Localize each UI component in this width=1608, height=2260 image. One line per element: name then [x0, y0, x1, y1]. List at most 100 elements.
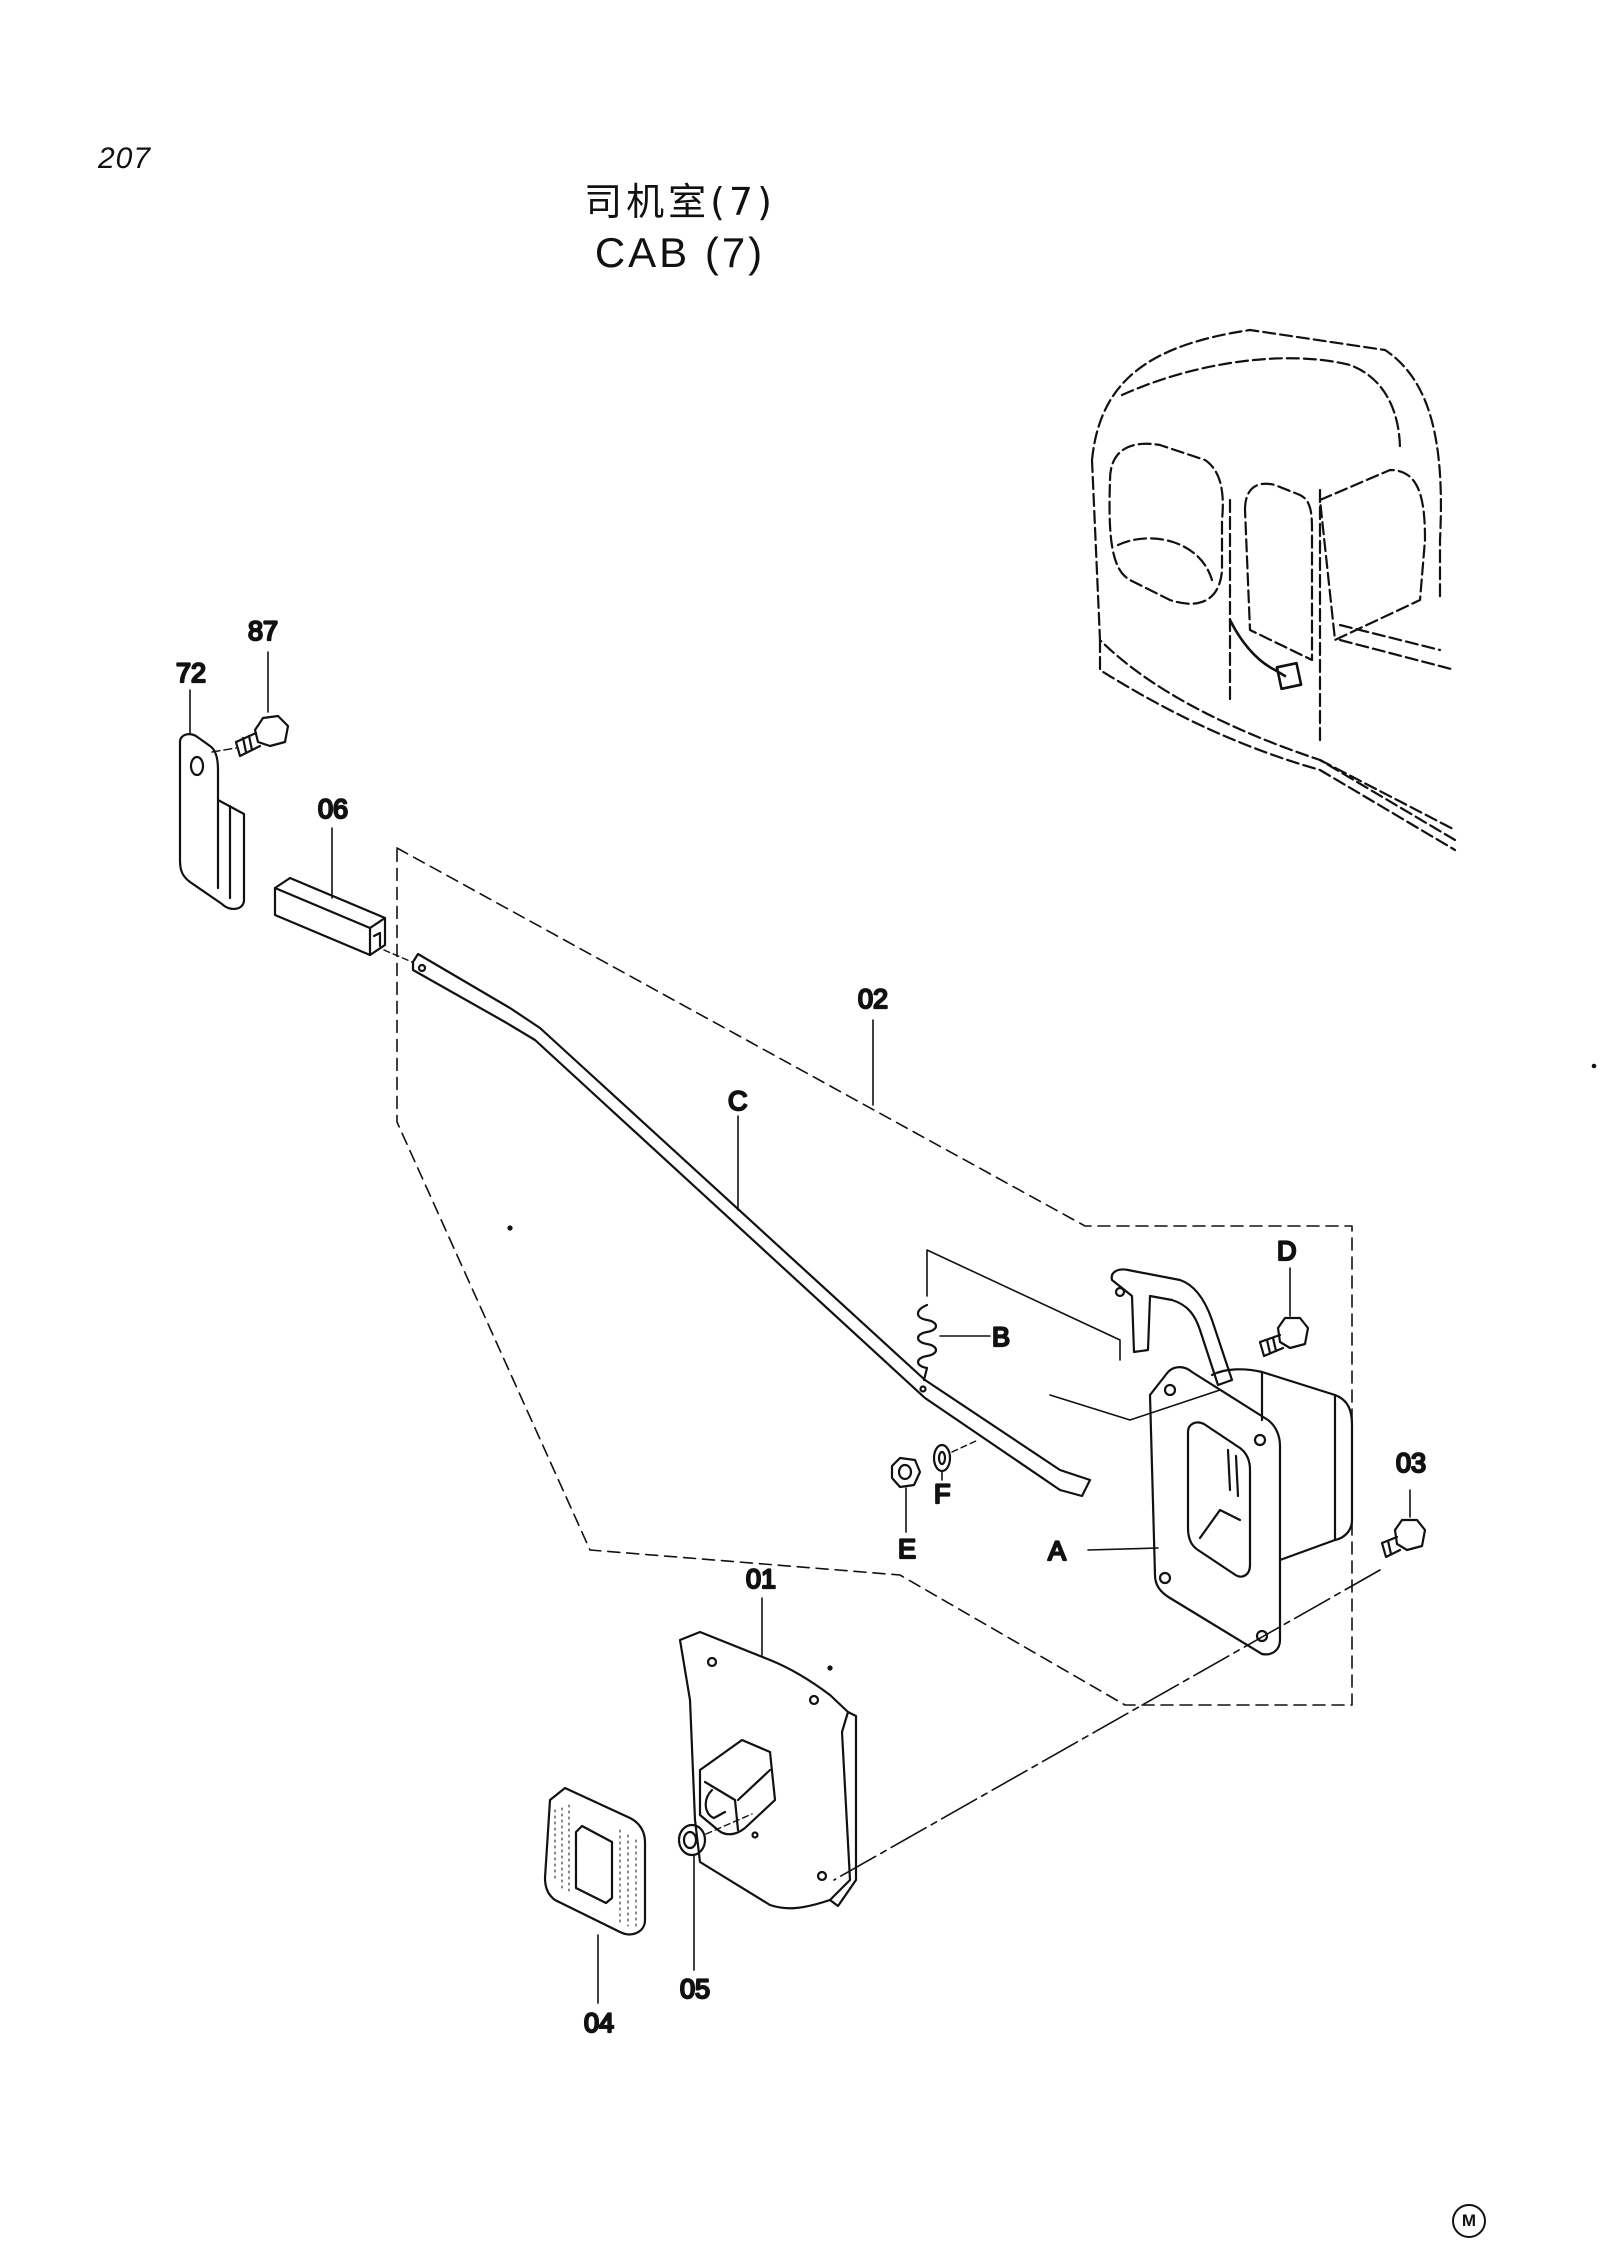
- cab-body-lines: [1098, 623, 1457, 852]
- rod-c-hole: [417, 963, 427, 973]
- bolt-03: [1380, 1489, 1427, 1559]
- bolt-87-thread: [241, 734, 254, 754]
- callout-06: 06: [318, 794, 348, 824]
- block-06-edge: [273, 886, 387, 957]
- leader-a: [1087, 1547, 1159, 1551]
- block-06-slot: [372, 931, 382, 948]
- bracket-72-inner: [216, 798, 232, 900]
- link-bracket-arm: [1110, 1268, 1234, 1387]
- bolt-87-shank: [234, 731, 262, 758]
- callout-03: 03: [1396, 1448, 1426, 1478]
- title-english: CAB (7): [594, 229, 766, 276]
- cab-front-window: [1108, 442, 1224, 605]
- callout-b: B: [992, 1322, 1010, 1352]
- callout-87: 87: [248, 616, 278, 646]
- nut-e: [890, 1456, 922, 1533]
- cab-front-window-lower: [1116, 537, 1214, 582]
- plate-01-latch: [698, 1738, 777, 1836]
- lock-a-hole-top-left: [1163, 1383, 1177, 1397]
- plate-01: [678, 1597, 858, 1910]
- speck-1: [507, 1225, 513, 1231]
- lock-a-flange: [1148, 1366, 1282, 1656]
- bolt-d-shank: [1258, 1333, 1285, 1358]
- spring-b-link: [926, 1249, 1121, 1361]
- link-bracket-hole: [1114, 1286, 1126, 1298]
- washer-f-ring: [932, 1443, 952, 1473]
- callout-c: C: [728, 1086, 748, 1116]
- manufacturer-mark: M: [1452, 2204, 1486, 2238]
- cab-overview: [1090, 328, 1457, 852]
- block-06-outline: [273, 876, 387, 957]
- plate-01-hole-small: [751, 1831, 759, 1839]
- part-72-bracket: [178, 689, 246, 910]
- lock-a-body: [1210, 1368, 1354, 1562]
- nut-05: [677, 1813, 753, 1971]
- rod-c-pin-hole: [919, 1385, 927, 1393]
- part-06-block: [273, 827, 413, 963]
- cab-door-frame: [1228, 488, 1322, 747]
- plate-01-hole-br: [816, 1870, 828, 1882]
- cab-lock-detail: [1228, 618, 1303, 691]
- part-87-bolt: [234, 651, 290, 758]
- nut-05-hole: [682, 1830, 698, 1850]
- title-block: 司机室(7) CAB (7): [540, 178, 820, 280]
- lock-a: [1087, 1366, 1354, 1656]
- callout-f: F: [934, 1479, 951, 1509]
- bolt-d-thread: [1265, 1336, 1278, 1355]
- nut-e-face: [897, 1463, 913, 1481]
- nut-e-hex: [890, 1456, 922, 1489]
- bolt-03-head: [1393, 1518, 1427, 1552]
- spring-b-coil: [916, 1303, 938, 1382]
- cab-lock-box: [1275, 661, 1303, 691]
- callout-d: D: [1277, 1236, 1297, 1266]
- callout-04: 04: [584, 2008, 614, 2038]
- nut-05-to-plate-line: [705, 1813, 753, 1835]
- lock-a-hole-bottom-right: [1255, 1629, 1269, 1643]
- plate-01-hole-tl: [706, 1656, 718, 1668]
- gasket-04-texture: [554, 1804, 637, 1929]
- bracket-72-outline: [178, 733, 246, 910]
- bracket-to-bolt-line: [211, 747, 237, 753]
- bolt-03-shank: [1380, 1535, 1402, 1559]
- cab-roof-line: [1120, 357, 1402, 452]
- bolt-d-head: [1276, 1316, 1310, 1350]
- rod-c: [411, 952, 1092, 1498]
- washer-to-rod-line: [951, 1439, 979, 1453]
- gasket-04-inner: [574, 1824, 614, 1905]
- nut-05-body: [677, 1823, 707, 1857]
- callout-05: 05: [680, 1974, 710, 2004]
- bolt-d: [1258, 1267, 1310, 1358]
- cab-side-window: [1318, 468, 1427, 642]
- plate-01-edge: [828, 1710, 858, 1908]
- cab-floor-line: [1318, 758, 1457, 832]
- page-number: 207: [98, 142, 152, 175]
- bolt-03-thread: [1386, 1539, 1393, 1556]
- cab-lock-lever: [1228, 618, 1287, 678]
- bracket-72-hole: [189, 755, 205, 777]
- speck-2: [827, 1665, 833, 1671]
- title-chinese: 司机室(7): [584, 180, 776, 224]
- gasket-04: [543, 1786, 647, 2004]
- lock-a-hole-bottom-left: [1158, 1571, 1172, 1585]
- callout-72: 72: [176, 658, 206, 688]
- callout-e: E: [898, 1534, 916, 1564]
- plate-01-outline: [678, 1630, 852, 1910]
- lock-a-body-edge: [1260, 1370, 1337, 1542]
- assembly-02-boundary: [396, 847, 1353, 1706]
- cab-door-window: [1243, 482, 1314, 662]
- rod-c-upper: [411, 952, 1092, 1498]
- callout-01: 01: [746, 1564, 776, 1594]
- callout-a: A: [1048, 1536, 1066, 1566]
- link-lever: [1049, 1389, 1221, 1421]
- cab-roof-outline: [1090, 328, 1457, 842]
- bolt-87-head: [253, 714, 290, 748]
- speck-3: [1591, 1063, 1597, 1069]
- washer-f: [932, 1439, 979, 1481]
- lock-a-hole-top-right: [1253, 1433, 1267, 1447]
- lock-a-window: [1186, 1421, 1252, 1578]
- washer-f-hole: [937, 1450, 947, 1466]
- gasket-04-outer: [543, 1786, 647, 1936]
- axis-bolt03-to-plate: [833, 1569, 1381, 1881]
- link-bracket: [1049, 1268, 1234, 1421]
